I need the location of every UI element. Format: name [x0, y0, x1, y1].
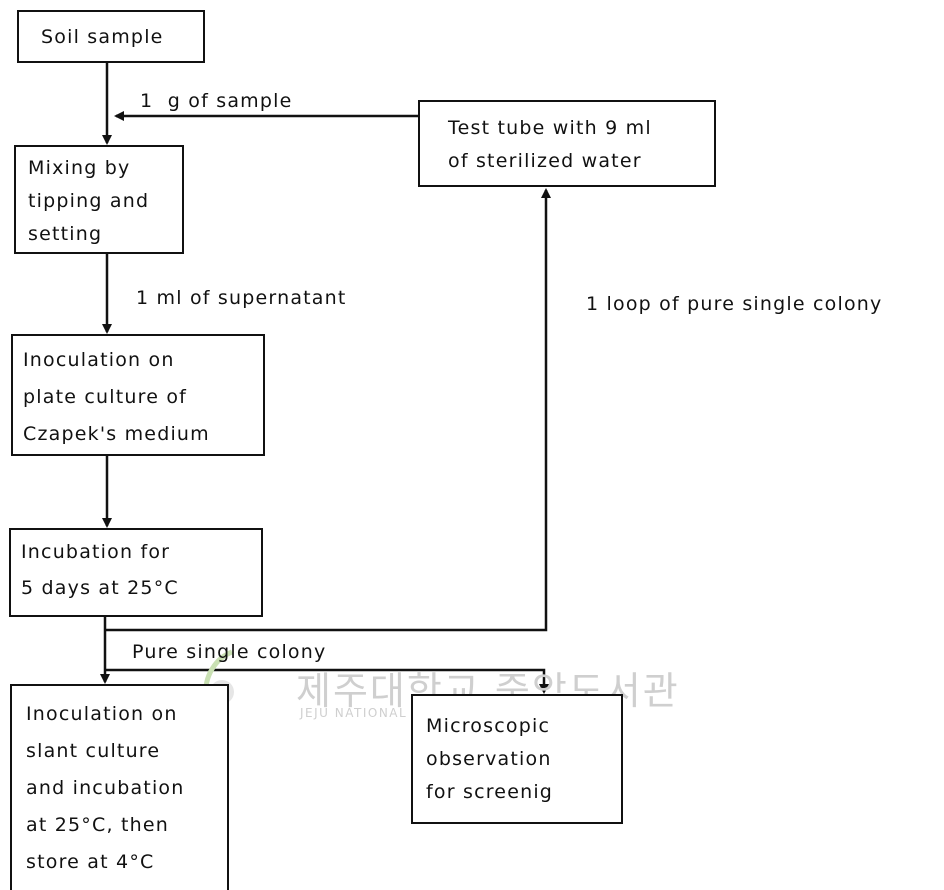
inoculation-slant-text: Inoculation on slant culture and incubat… — [26, 703, 185, 873]
label-loop: 1 loop of pure single colony — [586, 293, 883, 315]
soil-sample-box: Soil sample — [17, 10, 205, 63]
mixing-text: Mixing by tipping and setting — [28, 157, 150, 245]
arrow-incubation-to-testtube — [105, 188, 551, 632]
test-tube-box: Test tube with 9 ml of sterilized water — [418, 100, 716, 187]
arrow-incubation-to-microscopic — [105, 668, 549, 694]
label-supernatant: 1 ml of supernatant — [136, 287, 347, 309]
label-sample: 1 g of sample — [140, 90, 293, 112]
inoculation-plate-text: Inoculation on plate culture of Czapek's… — [23, 349, 210, 445]
inoculation-slant-box: Inoculation on slant culture and incubat… — [10, 684, 229, 890]
inoculation-plate-box: Inoculation on plate culture of Czapek's… — [11, 334, 265, 456]
incubation-text: Incubation for 5 days at 25°C — [21, 541, 179, 599]
soil-sample-text: Soil sample — [41, 26, 164, 48]
incubation-box: Incubation for 5 days at 25°C — [9, 528, 263, 617]
microscopic-box: Microscopic observation for screenig — [411, 694, 623, 824]
mixing-box: Mixing by tipping and setting — [14, 145, 184, 254]
test-tube-text: Test tube with 9 ml of sterilized water — [448, 117, 652, 172]
microscopic-text: Microscopic observation for screenig — [426, 715, 554, 803]
label-pure-colony: Pure single colony — [132, 641, 327, 663]
